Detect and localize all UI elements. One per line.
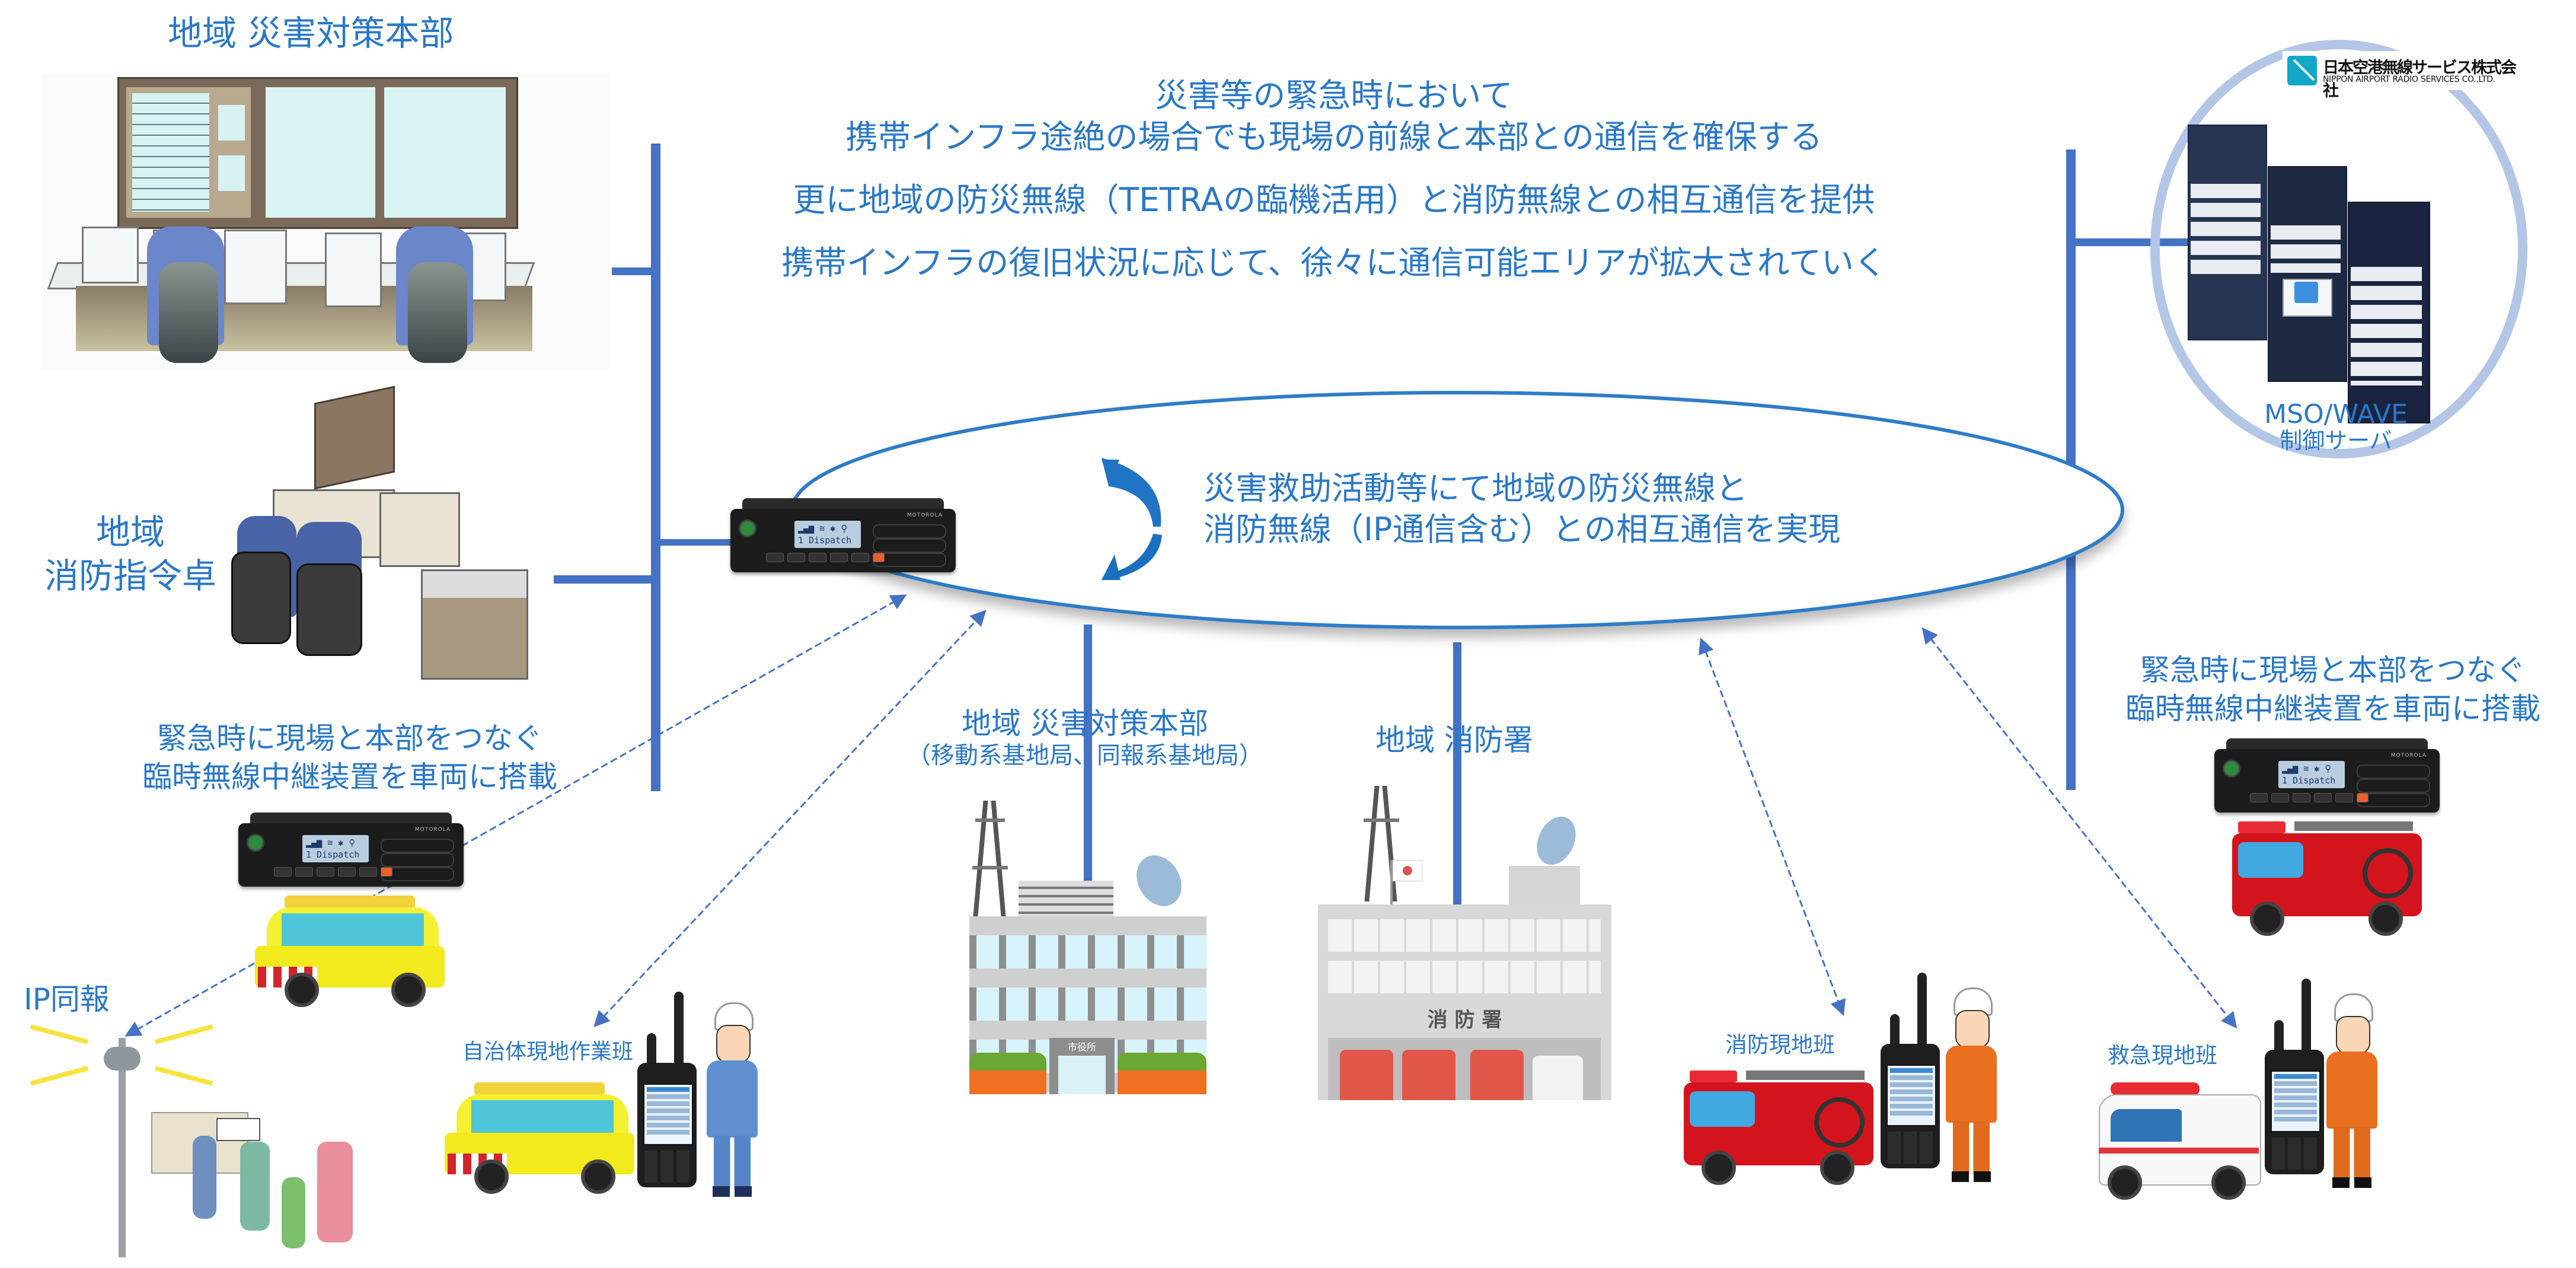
dashed-arrow-fire-team — [1699, 637, 1846, 1017]
logo-name-en: NIPPON AIRPORT RADIO SERVICES CO.,LTD. — [2323, 75, 2495, 84]
loudspeaker-pole-illustration — [24, 1024, 213, 1263]
vehicle-repeater-right-line-2: 臨時無線中継装置を車両に搭載 — [2125, 692, 2540, 726]
right-vehicle-radio-unit: ▂▄▆ ≋ ✱ ⚲ 1 Dispatch MOTOROLA — [2214, 738, 2440, 813]
yellow-patrol-car-municipal — [439, 1076, 640, 1195]
connector-hq-to-bus — [612, 267, 653, 275]
vehicle-repeater-right-line-1: 緊急時に現場と本部をつなぐ — [2140, 653, 2526, 687]
server-label-line-2: 制御サーバ — [2280, 428, 2392, 454]
firefighter-figure-1 — [1939, 987, 2004, 1183]
connector-bus-to-server — [2073, 238, 2192, 246]
headline-line-4: 携帯インフラの復旧状況に応じて、徐々に通信可能エリアが拡大されていく — [781, 244, 1886, 282]
firefighter-figure-2 — [2319, 993, 2385, 1189]
headline-line-3: 更に地域の防災無線（TETRAの臨機活用）と消防無線との相互通信を提供 — [793, 181, 1875, 219]
headline-line-1: 災害等の緊急時において — [1155, 77, 1513, 114]
logo-name-ja: 日本空港無線サービス株式会社 — [2323, 59, 2517, 100]
evacuating-people-illustration — [145, 1100, 406, 1266]
ellipse-text-line-1: 災害救助活動等にて地域の防災無線と — [1204, 470, 1748, 507]
hq-base-station-subtitle: （移動系基地局、同報系基地局） — [907, 742, 1263, 769]
headline: 災害等の緊急時において 携帯インフラ途絶の場合でも現場の前線と本部との通信を確保… — [682, 76, 1986, 282]
japan-flag-icon — [1393, 860, 1422, 881]
handheld-radio-municipal — [637, 992, 697, 1187]
hq-base-station-label: 地域 災害対策本部 （移動系基地局、同報系基地局） — [877, 706, 1292, 770]
hq-control-room-illustration — [40, 72, 609, 369]
power-icon — [247, 834, 264, 852]
city-hall-sign: 市役所 — [1067, 1041, 1096, 1053]
yellow-patrol-car-left — [249, 890, 451, 1008]
headline-line-2: 携帯インフラ途絶の場合でも現場の前線と本部との通信を確保する — [845, 118, 1822, 156]
ip-broadcast-label: IP同報 — [24, 982, 110, 1017]
hq-base-station-title: 地域 災害対策本部 — [962, 706, 1208, 741]
fire-station-building: 消 防 署 — [1313, 777, 1616, 1100]
fire-command-desk-illustration — [225, 386, 548, 680]
fire-command-label-line-1: 地域 — [95, 512, 165, 552]
vehicle-repeater-left-line-1: 緊急時に現場と本部をつなぐ — [157, 721, 542, 756]
exchange-arrows-icon — [1102, 458, 1162, 580]
ellipse-text: 災害救助活動等にて地域の防災無線と 消防無線（IP通信含む）との相互通信を実現 — [1204, 469, 1840, 550]
power-icon — [2223, 760, 2240, 778]
shield-check-icon — [2294, 282, 2318, 303]
vehicle-repeater-left-line-2: 臨時無線中継装置を車両に搭載 — [142, 760, 557, 794]
hq-top-left-label: 地域 災害対策本部 — [168, 13, 454, 53]
server-label-line-1: MSO/WAVE — [2264, 399, 2408, 429]
vehicle-repeater-left-label: 緊急時に現場と本部をつなぐ 臨時無線中継装置を車両に搭載 — [107, 719, 593, 797]
municipal-team-label: 自治体現地作業班 — [462, 1040, 634, 1064]
fire-station-label: 地域 消防署 — [1375, 723, 1533, 757]
center-radio-unit: ▂▄▆ ≋ ✱ ⚲ 1 Dispatch MOTOROLA — [730, 498, 956, 572]
municipal-worker-figure — [700, 1002, 765, 1198]
vehicle-repeater-right-label: 緊急時に現場と本部をつなぐ 臨時無線中継装置を車両に搭載 — [2090, 651, 2576, 728]
power-icon — [739, 520, 756, 537]
fire-engine-right — [2226, 818, 2428, 937]
fire-field-team-label: 消防現地班 — [1725, 1032, 1835, 1057]
fire-command-label: 地域 消防指令卓 — [36, 510, 225, 598]
ambulance-field-team-label: 救急現地班 — [2108, 1043, 2217, 1068]
server-label: MSO/WAVE 制御サーバ — [2194, 400, 2478, 454]
logo-mark-icon — [2287, 56, 2317, 85]
connector-fire-command-to-bus — [554, 575, 653, 584]
fire-command-label-line-2: 消防指令卓 — [44, 556, 216, 597]
fire-engine-field — [1678, 1068, 1879, 1186]
connector-bus-to-radio — [658, 539, 732, 546]
handheld-radio-fire-team — [1881, 973, 1940, 1168]
company-logo: 日本空港無線サービス株式会社 NIPPON AIRPORT RADIO SERV… — [2283, 51, 2520, 100]
ellipse-text-line-2: 消防無線（IP通信含む）との相互通信を実現 — [1204, 510, 1840, 548]
city-hall-building: 市役所 — [949, 801, 1215, 1103]
server-racks-illustration — [2188, 113, 2472, 433]
handheld-radio-ambulance-team — [2265, 979, 2324, 1174]
radio-display: ▂▄▆ ≋ ✱ ⚲ 1 Dispatch — [794, 521, 861, 548]
ambulance-field — [2093, 1082, 2265, 1201]
left-vehicle-radio-unit: ▂▄▆ ≋ ✱ ⚲ 1 Dispatch MOTOROLA — [238, 813, 464, 887]
fire-station-sign: 消 防 署 — [1427, 1008, 1502, 1032]
left-bus-line — [651, 144, 660, 791]
